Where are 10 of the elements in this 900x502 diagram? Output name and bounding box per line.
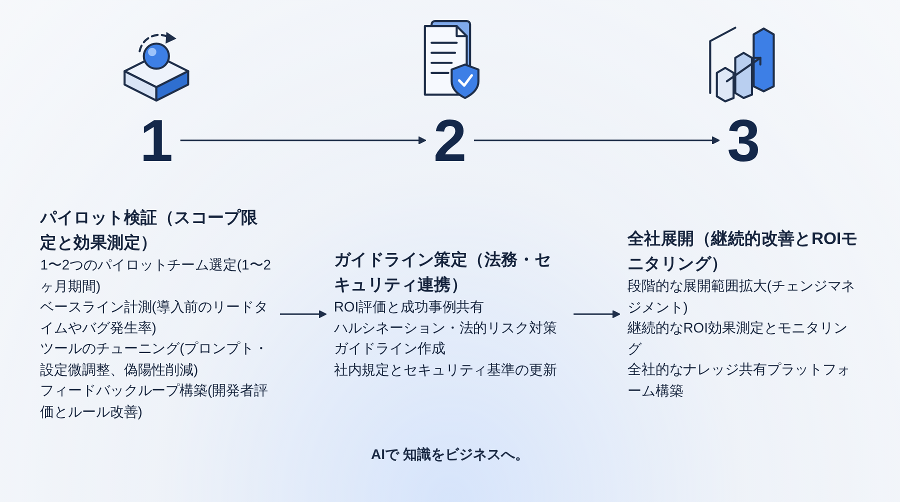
- step-description: ガイドライン策定（法務・セキュリティ連携） ROI評価と成功事例共有 ハルシネーション・法的リスク対策ガイドライン作成 社内規定とセキュリティ基準の更新: [334, 250, 557, 378]
- arrow: [280, 310, 327, 318]
- arrow: [474, 136, 720, 144]
- arrow: [574, 310, 620, 318]
- step-number: 3: [727, 110, 760, 170]
- tagline-text: AIで 知識をビジネスへ。: [371, 446, 529, 464]
- step-number: 2: [433, 110, 467, 170]
- step-description: 全社展開（継続的改善とROIモニタリング） 段階的な展開範囲拡大(チェンジマネジメント) 継続的なROI効果測定とモニタリング 全社的なナレッジ共有プラットフォーム構築: [627, 229, 858, 399]
- step-number: 1: [140, 110, 173, 170]
- arrow: [180, 136, 426, 144]
